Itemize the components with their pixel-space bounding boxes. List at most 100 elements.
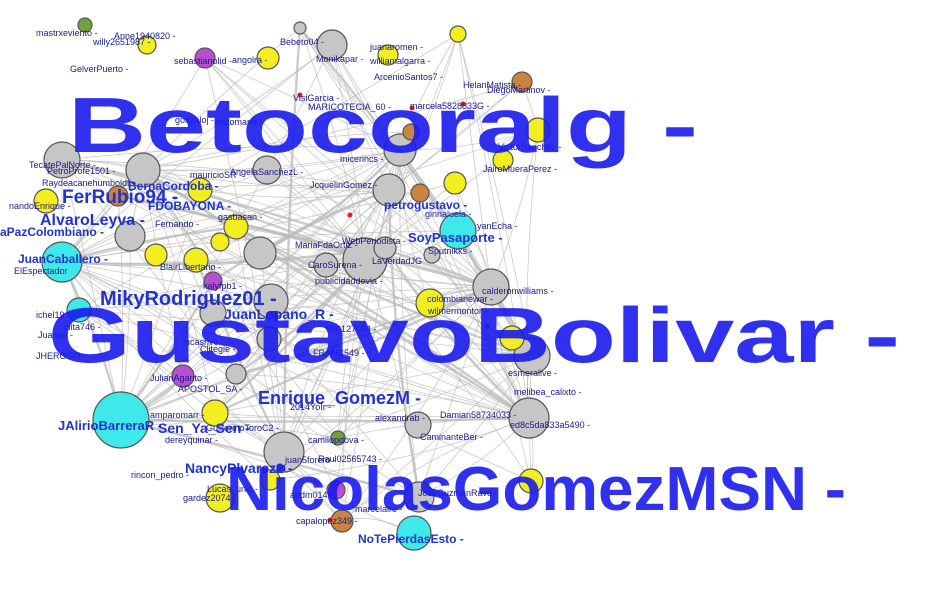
- node-label-medium: JuanCaballero -: [18, 252, 108, 266]
- graph-edge: [117, 195, 124, 421]
- graph-node: [439, 212, 477, 250]
- graph-edge: [117, 184, 390, 197]
- node-label: VisiGarcia -: [293, 93, 339, 103]
- node-label: mauricioSR -: [190, 170, 242, 180]
- graph-edge: [299, 27, 530, 419]
- graph-node: [403, 481, 435, 513]
- node-label-medium: AlvaroLeyva -: [40, 212, 145, 229]
- node-label: williamalgarra -: [369, 56, 431, 66]
- marker-dot: [409, 105, 415, 111]
- graph-node: [449, 25, 467, 43]
- graph-edge: [331, 44, 530, 419]
- graph-node: [383, 133, 417, 167]
- node-label-medium: Enrique_GomezM -: [258, 388, 421, 408]
- node-label: ElEspectador: [14, 266, 68, 276]
- node-label: marcelaire -: [355, 504, 403, 514]
- graph-edge: [214, 189, 390, 414]
- node-label: Anne1940820 -: [114, 31, 176, 41]
- graph-node: [472, 268, 510, 306]
- node-label: angolra -: [232, 55, 268, 65]
- node-label: ArcenioSantos7 -: [374, 72, 443, 82]
- node-label: ginnaluela -: [425, 209, 472, 219]
- node-label: JHEROGO -: [36, 351, 86, 361]
- graph-edge: [490, 286, 532, 482]
- node-label: Raydeacanehumboldt -: [42, 178, 135, 188]
- graph-node: [373, 236, 397, 260]
- node-label: juan5forero -: [284, 455, 336, 465]
- graph-edge: [235, 373, 530, 419]
- graph-edge: [341, 417, 530, 522]
- graph-edge: [142, 169, 216, 414]
- node-label: Raul02565743 -: [318, 454, 382, 464]
- node-label: HelanMatista -: [463, 80, 521, 90]
- graph-node: [256, 326, 282, 352]
- node-label: DiegoMartinov -: [487, 85, 551, 95]
- graph-edge: [61, 149, 401, 263]
- graph-node: [396, 515, 432, 551]
- graph-edge: [142, 169, 337, 491]
- node-label: Clitegie -: [200, 344, 236, 354]
- graph-edge: [418, 355, 533, 498]
- node-label: CaroSurena -: [308, 260, 362, 270]
- node-label: Damian58734033 -: [440, 410, 517, 420]
- graph-edge: [214, 355, 533, 414]
- node-label: JoseGuzmanRave -: [418, 488, 498, 498]
- node-label: TecatePalNorte -: [29, 160, 96, 170]
- graph-node: [205, 483, 235, 513]
- graph-node: [171, 364, 195, 388]
- graph-edge: [399, 149, 530, 419]
- node-label-large: GustavoBolivar -: [48, 291, 900, 379]
- node-label: yanEcha -: [477, 221, 518, 231]
- node-label: BlairLibertario -: [160, 262, 221, 272]
- graph-node: [194, 47, 216, 69]
- graph-node: [402, 123, 420, 141]
- marker-dot: [484, 323, 490, 329]
- node-label: WebPeriodista -: [342, 236, 406, 246]
- graph-edge: [78, 286, 492, 311]
- graph-node: [77, 17, 93, 33]
- graph-node: [144, 243, 168, 267]
- graph-node: [66, 297, 92, 323]
- node-label: marcela5828833G -: [410, 101, 490, 111]
- graph-edge: [61, 44, 333, 263]
- graph-node: [293, 21, 307, 35]
- graph-edge: [61, 159, 533, 357]
- node-label: ichel19 -: [36, 310, 70, 320]
- graph-edge: [341, 286, 492, 522]
- node-label: JcquelinGomez -: [310, 180, 378, 190]
- graph-edge: [61, 261, 237, 375]
- graph-edge: [259, 252, 530, 419]
- node-label-medium: JuanLopano_R -: [224, 306, 334, 322]
- graph-edge: [61, 261, 270, 340]
- graph-edge: [457, 33, 492, 288]
- graph-node: [423, 246, 441, 264]
- graph-node: [313, 252, 339, 278]
- graph-node: [372, 173, 406, 207]
- graph-node: [259, 469, 281, 491]
- graph-edge: [331, 44, 390, 191]
- graph-node: [199, 299, 227, 327]
- graph-node: [125, 152, 161, 188]
- graph-node: [326, 480, 346, 500]
- node-label: Lucas_unic -: [207, 484, 258, 494]
- graph-node: [201, 399, 229, 427]
- graph-edge: [195, 259, 530, 419]
- node-label: Sputnikks -: [428, 246, 473, 256]
- node-label: AngelaSanchezL -: [230, 167, 303, 177]
- node-label-medium: FDOBAYONA -: [148, 199, 231, 213]
- graph-edge: [142, 131, 412, 171]
- big-label-layer: Betocoralg -GustavoBolivar -NicolasGomez…: [48, 81, 900, 524]
- graph-edge: [283, 355, 533, 453]
- graph-edge: [61, 158, 492, 289]
- marker-dot: [347, 212, 353, 218]
- graph-node: [508, 397, 550, 439]
- graph-edge: [418, 286, 492, 498]
- graph-edge: [120, 131, 412, 421]
- graph-edge: [235, 149, 401, 228]
- graph-node: [252, 155, 282, 185]
- graph-edge: [214, 412, 530, 422]
- graph-edge: [142, 169, 530, 419]
- node-label: GuillermoToroC2 -: [206, 423, 279, 433]
- node-label: capalopez349 -: [296, 516, 358, 526]
- node-label: camilopdova -: [308, 435, 364, 445]
